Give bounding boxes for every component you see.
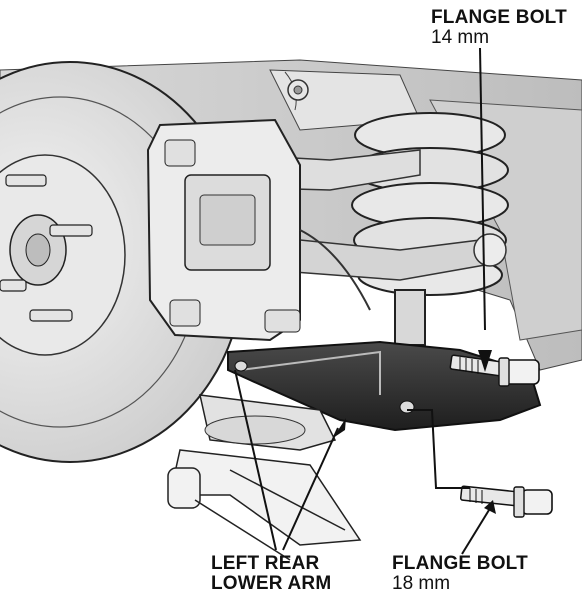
wheel-stud xyxy=(0,279,27,292)
flange-bolt-upper xyxy=(449,354,540,387)
wheel-hub xyxy=(0,174,93,322)
lower-arm-label-line2: LOWER ARM xyxy=(211,572,332,594)
flange-bolt-upper-name: FLANGE BOLT xyxy=(431,7,567,28)
leader-flange-bolt-lower-label xyxy=(461,509,490,555)
flange-bolt-upper-size: 14 mm xyxy=(431,26,490,48)
lower-arm-label-line1: LEFT REAR xyxy=(211,553,320,574)
flange-bolt-lower-label: FLANGE BOLT 18 mm xyxy=(392,554,528,594)
flange-bolt-upper-label: FLANGE BOLT 14 mm xyxy=(431,8,567,48)
flange-bolt-lower-name: FLANGE BOLT xyxy=(392,553,528,574)
arrowhead-icon xyxy=(484,500,496,514)
wheel-stud xyxy=(29,309,73,322)
arrowhead-icon xyxy=(333,418,346,438)
brake-caliper xyxy=(146,118,371,342)
arrowhead-icon xyxy=(478,350,492,372)
knuckle-lower xyxy=(199,394,337,451)
floor-jack xyxy=(167,449,362,561)
wheel-stud xyxy=(49,224,93,237)
leader-flange-bolt-upper xyxy=(479,47,486,331)
wheel-stud xyxy=(5,174,47,187)
leader-lower-arm-1 xyxy=(282,427,339,551)
leader-lines xyxy=(234,47,490,555)
lower-arm-label: LEFT REAR LOWER ARM xyxy=(211,554,331,594)
flange-bolt-lower-size: 18 mm xyxy=(392,572,451,594)
leader-lower-arm-2 xyxy=(234,369,277,551)
flange-bolt-lower xyxy=(459,485,553,518)
leader-flange-bolt-lower xyxy=(407,409,470,489)
arrowheads xyxy=(333,350,496,514)
